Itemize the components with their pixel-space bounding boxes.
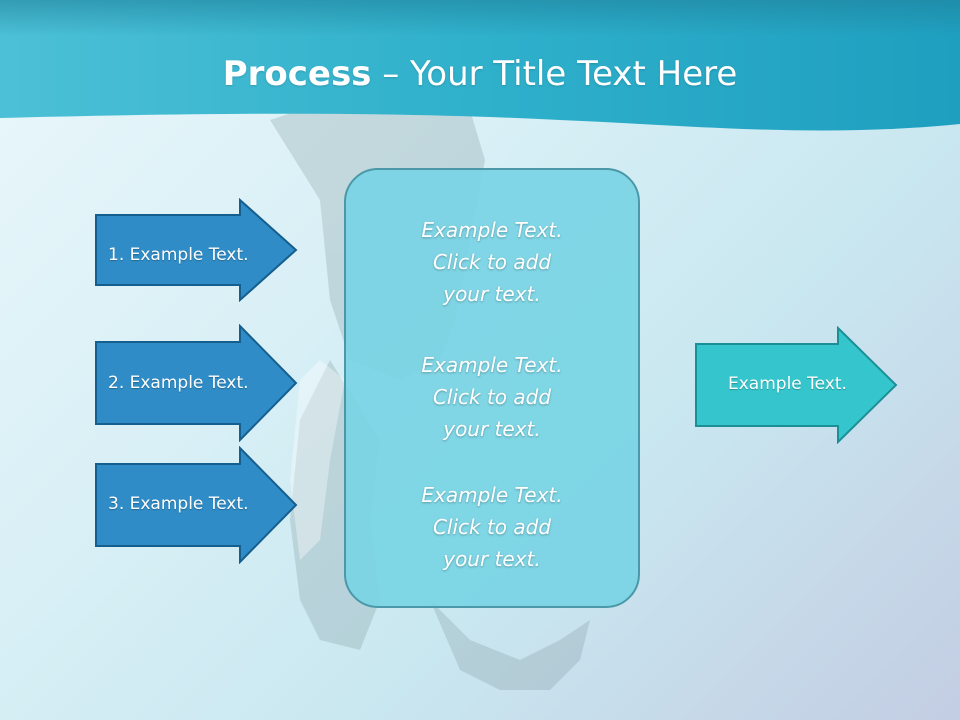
left-arrow-2[interactable]: 2. Example Text. <box>94 324 300 442</box>
center-block-1-line-3: your text. <box>443 282 541 306</box>
center-block-3-line-2: Click to add <box>432 515 552 539</box>
center-block-3-line-1: Example Text. <box>421 483 563 507</box>
title-strong: Process <box>222 54 372 94</box>
center-block-1-line-1: Example Text. <box>421 218 563 242</box>
center-block-2-line-3: your text. <box>443 417 541 441</box>
center-text-block-3[interactable]: Example Text. Click to add your text. <box>346 479 638 575</box>
center-content-box[interactable]: Example Text. Click to add your text. Ex… <box>344 168 640 608</box>
center-block-1-line-2: Click to add <box>432 250 552 274</box>
header-band <box>0 0 960 131</box>
right-arrow-label: Example Text. <box>728 374 847 394</box>
center-text-block-2[interactable]: Example Text. Click to add your text. <box>346 349 638 445</box>
left-arrow-3-label: 3. Example Text. <box>108 494 249 514</box>
right-arrow[interactable]: Example Text. <box>694 326 900 444</box>
center-text-block-1[interactable]: Example Text. Click to add your text. <box>346 214 638 310</box>
center-block-3-line-3: your text. <box>443 547 541 571</box>
center-block-2-line-2: Click to add <box>432 385 552 409</box>
left-arrow-3[interactable]: 3. Example Text. <box>94 446 300 564</box>
left-arrow-1[interactable]: 1. Example Text. <box>94 198 300 302</box>
title-rest: – Your Title Text Here <box>371 54 738 94</box>
center-block-2-line-1: Example Text. <box>421 353 563 377</box>
page-title: Process – Your Title Text Here <box>0 52 960 96</box>
left-arrow-1-label: 1. Example Text. <box>108 245 249 265</box>
left-arrow-2-label: 2. Example Text. <box>108 373 249 393</box>
